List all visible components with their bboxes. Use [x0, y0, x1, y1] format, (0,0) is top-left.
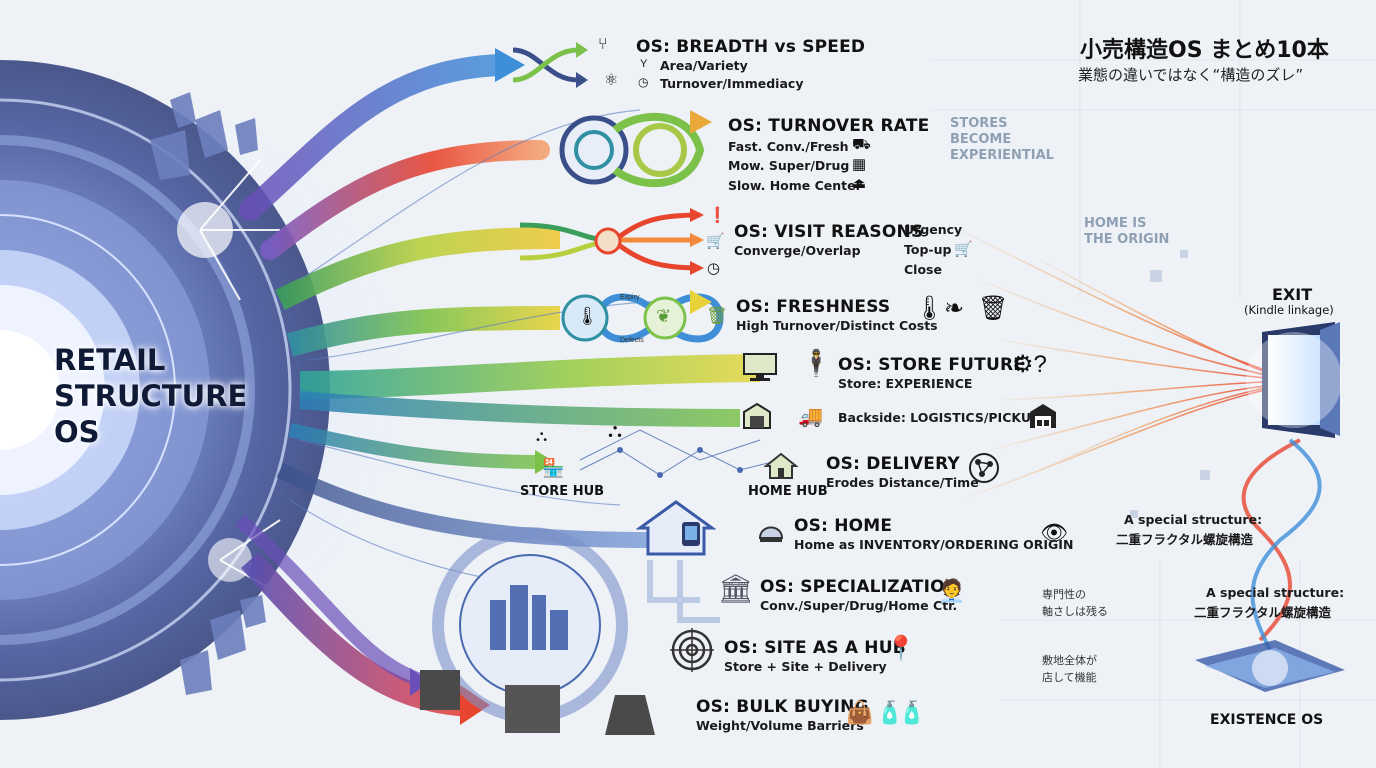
breadth-title: OS: BREADTH vs SPEED [636, 37, 866, 57]
thermometer-icon: 🌡 [576, 306, 599, 326]
jp-note-specialization: 専門性の 軸さしは残る [1042, 588, 1108, 618]
store-future-sub: Store: EXPERIENCE [838, 376, 973, 391]
bag-icon: 👜 [846, 700, 874, 725]
breadth-line1: Area/Variety [660, 58, 748, 73]
store-future-backside: Backside: LOGISTICS/PICKUP [838, 410, 1041, 425]
bulk-title: OS: BULK BUYING [696, 697, 869, 717]
crossing-arrows-icon [512, 42, 588, 88]
store-icon: 🏪 [542, 458, 565, 478]
atom-icon: ⚛ [604, 72, 619, 89]
target-icon [670, 628, 714, 672]
exit-door[interactable] [1264, 334, 1324, 426]
house-icon [636, 500, 716, 556]
delivery-sub: Erodes Distance/Time [826, 475, 979, 490]
smart-speaker-icon [758, 526, 784, 542]
branch-icon: Y [640, 58, 648, 70]
map-pin-icon: 📍 [886, 635, 916, 662]
clock-icon: ◷ [707, 260, 721, 277]
loop-label-top: Expiry [620, 294, 640, 301]
specialization-sub: Conv./Super/Drug/Home Ctr. [760, 598, 958, 613]
thermometer-icon: 🌡 [914, 295, 945, 322]
store-future-title: OS: STORE FUTURE [838, 355, 1026, 375]
special-structure-1-en: A special structure: [1124, 512, 1263, 527]
pallet-icon: ▦ [852, 156, 867, 173]
weight-icon: ⏏ [852, 175, 867, 192]
special-structure-2-en: A special structure: [1206, 585, 1345, 600]
bottle-icon: 🧴 [876, 700, 904, 725]
turnover-title: OS: TURNOVER RATE [728, 116, 930, 136]
specialization-title: OS: SPECIALIZATION [760, 577, 960, 597]
existence-os-label: EXISTENCE OS [1210, 712, 1324, 728]
turnover-line3: Slow. Home Center [728, 178, 862, 193]
truck-icon: 🚚 [798, 406, 823, 428]
visit-sub: Converge/Overlap [734, 243, 861, 258]
visit-reason-close: Close [904, 262, 942, 277]
conveyor-icon: ⛟ [852, 136, 871, 153]
breadth-line2: Turnover/Immediacy [660, 76, 804, 91]
cart-icon: 🛒 [706, 233, 725, 250]
home-icon [764, 452, 798, 479]
visit-reason-urgency: Urgency [904, 222, 963, 237]
eye-person-icon: 👁 [1040, 520, 1068, 545]
monitor-icon [743, 353, 777, 381]
bulk-sub: Weight/Volume Barriers [696, 718, 864, 733]
delivery-title: OS: DELIVERY [826, 454, 960, 474]
freshness-title: OS: FRESHNESS [736, 297, 891, 317]
home-origin-label: HOME IS THE ORIGIN [1084, 216, 1170, 247]
site-hub-sub: Store + Site + Delivery [724, 659, 887, 674]
home-sub: Home as INVENTORY/ORDERING ORIGIN [794, 537, 1074, 552]
core-label: RETAIL STRUCTURE OS [54, 342, 247, 450]
drone-icon: ⛬ [536, 428, 548, 445]
trash-icon: 🗑 [978, 295, 1009, 322]
drone-icon: ⛬ [608, 420, 622, 442]
home-title: OS: HOME [794, 516, 893, 536]
warehouse-icon [1030, 404, 1056, 428]
page-title: 小売構造OS まとめ10本 [1080, 38, 1329, 63]
freshness-sub: High Turnover/Distinct Costs [736, 318, 938, 333]
pillar-icon: 🏛 [718, 573, 754, 604]
core-label-line1: RETAIL [54, 343, 166, 377]
stores-experiential-label: STORES BECOME EXPERIENTIAL [950, 116, 1054, 163]
turnover-line1: Fast. Conv./Fresh [728, 139, 849, 154]
exit-sublabel: (Kindle linkage) [1244, 303, 1334, 317]
alert-icon: ❗ [708, 207, 727, 224]
network-icon [969, 453, 999, 483]
loop-label-bottom: Defects [620, 337, 644, 344]
visit-reason-topup: Top-up [904, 242, 952, 257]
warehouse-icon [743, 402, 771, 429]
leaf-icon: ❧ [944, 295, 965, 322]
core-label-line3: OS [54, 415, 100, 449]
page-subtitle: 業態の違いではなく“構造のズレ” [1078, 66, 1304, 84]
special-structure-1-jp: 二重フラクタル螺旋構造 [1116, 532, 1254, 547]
cart-icon: 🛒 [954, 241, 973, 258]
store-hub-label: STORE HUB [520, 484, 605, 499]
special-structure-2-jp: 二重フラクタル螺旋構造 [1194, 605, 1332, 620]
exit-label: EXIT [1272, 285, 1313, 304]
thinking-person-icon: ⚙? [1012, 351, 1047, 378]
leaf-icon: ❦ [656, 306, 672, 326]
professional-icon: 🧑‍💼 [938, 578, 966, 603]
fork-icon: ⑂ [598, 36, 608, 53]
core-label-line2: STRUCTURE [54, 379, 248, 413]
jp-note-site: 敷地全体が 店して機能 [1042, 654, 1097, 684]
home-hub-label: HOME HUB [748, 484, 828, 499]
person-icon: 🕴 [800, 348, 833, 378]
clock-icon: ◷ [638, 75, 649, 89]
trash-icon: 🗑 [706, 306, 728, 325]
bottle-icon: 🧴 [898, 700, 926, 725]
site-hub-title: OS: SITE AS A HUB [724, 638, 906, 658]
visit-title: OS: VISIT REASONS [734, 222, 924, 242]
turnover-line2: Mow. Super/Drug [728, 158, 850, 173]
